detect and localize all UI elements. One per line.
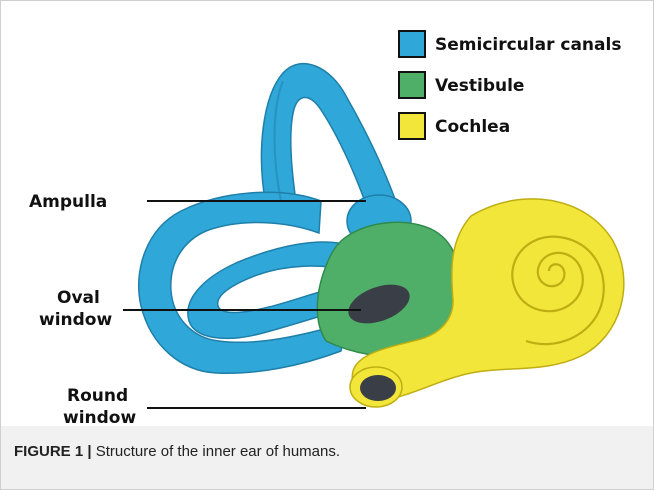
- round-window: [360, 375, 396, 401]
- figure-caption: FIGURE 1 | Structure of the inner ear of…: [14, 443, 340, 460]
- legend: Semicircular canals Vestibule Cochlea: [399, 31, 621, 139]
- legend-swatch-vestibule: [399, 72, 425, 98]
- figure-caption-label: FIGURE 1 |: [14, 443, 92, 460]
- legend-swatch-cochlea: [399, 113, 425, 139]
- legend-label-semicircular: Semicircular canals: [435, 35, 621, 55]
- legend-label-vestibule: Vestibule: [435, 76, 524, 96]
- oval-window-label-line1: Oval: [57, 288, 100, 308]
- legend-label-cochlea: Cochlea: [435, 117, 510, 137]
- round-window-label-line1: Round: [67, 386, 128, 406]
- caption-bar: FIGURE 1 | Structure of the inner ear of…: [1, 426, 653, 489]
- ampulla-label: Ampulla: [29, 192, 107, 212]
- inner-ear-illustration: Ampulla Oval window Round window Semicir…: [1, 1, 653, 426]
- oval-window-label-line2: window: [39, 310, 112, 330]
- legend-swatch-semicircular: [399, 31, 425, 57]
- posterior-canal: [139, 192, 346, 373]
- inner-ear-diagram: Ampulla Oval window Round window Semicir…: [1, 1, 653, 426]
- round-window-label-line2: window: [63, 408, 136, 426]
- figure-caption-text: Structure of the inner ear of humans.: [92, 443, 340, 460]
